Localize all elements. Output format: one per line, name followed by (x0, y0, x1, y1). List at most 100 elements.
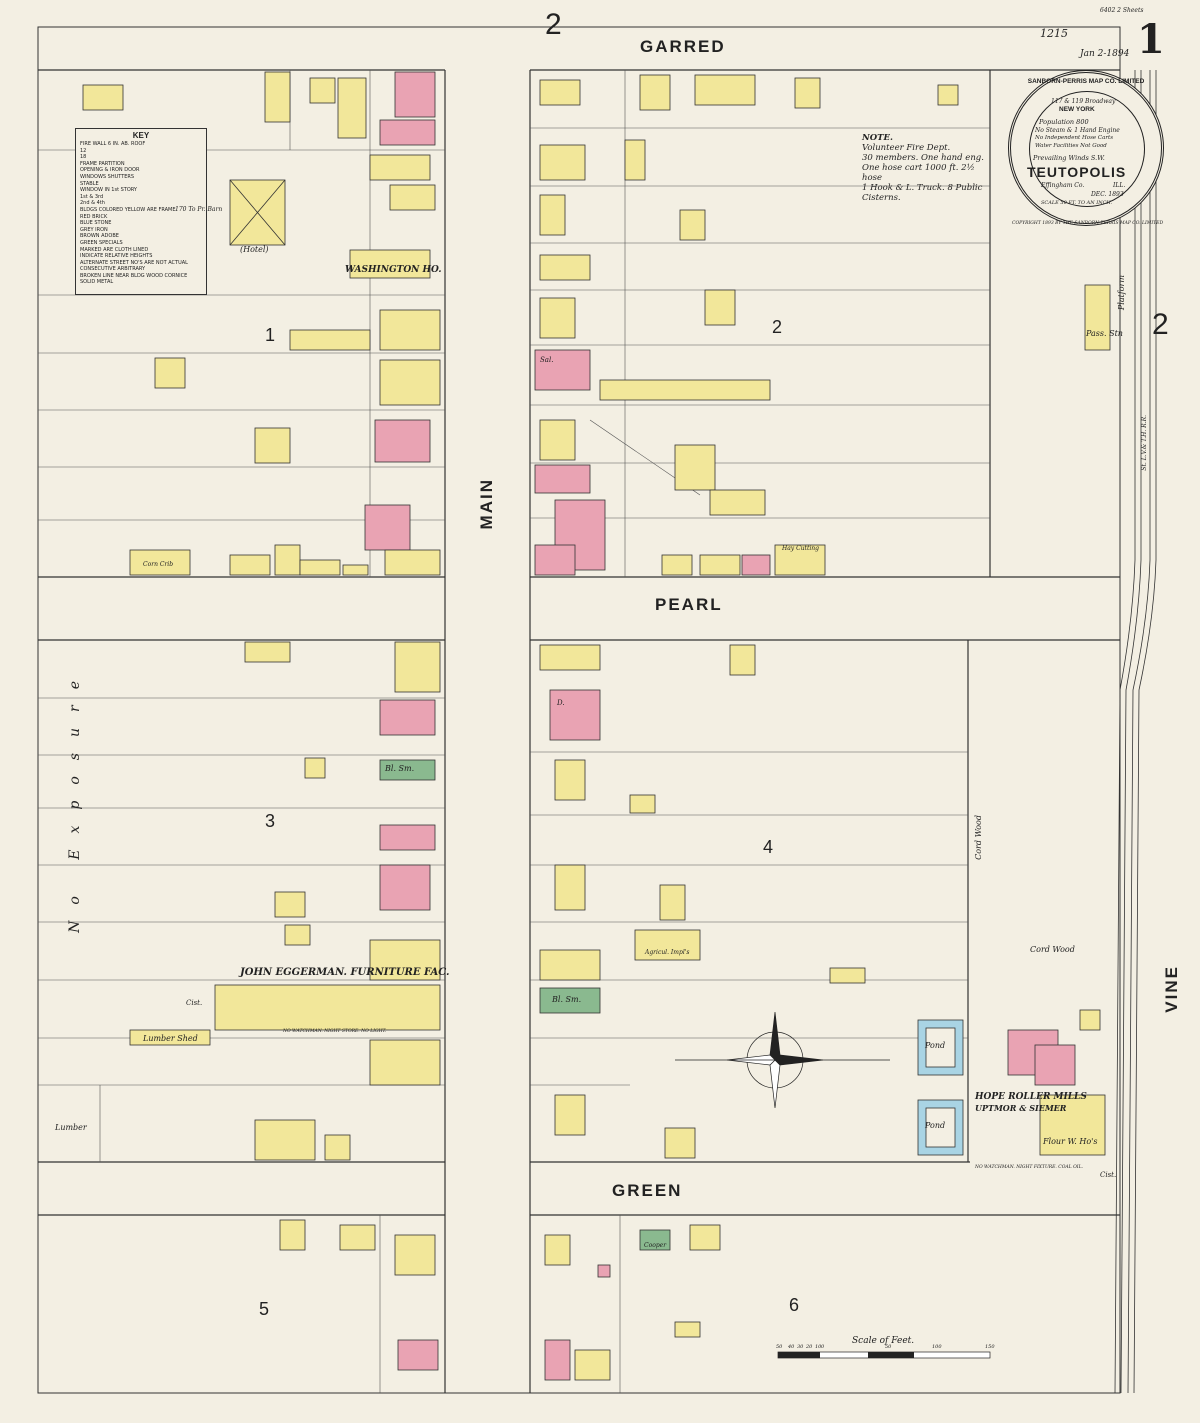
cartouche-winds: Prevailing Winds S.W. (1033, 154, 1105, 162)
label-cord-wood-1: Cord Wood (974, 815, 983, 860)
key-item: FRAME PARTITION (80, 160, 125, 167)
map-key: KEY FIRE WALL 6 IN. AB. ROOF 12 18 FRAME… (75, 128, 207, 295)
railroad-tracks (1114, 70, 1157, 1394)
label-platform: Platform (1117, 275, 1126, 311)
cartouche-date: DEC. 1893 (1091, 191, 1124, 198)
key-title: KEY (132, 131, 150, 140)
label-hay-cutting: Hay Cutting (782, 545, 820, 552)
note-line: 1 Hook & L. Truck. 8 Public (862, 183, 983, 193)
street-garred: GARRED (640, 37, 726, 56)
sheet-ref-right: 2 (1152, 308, 1169, 341)
cartouche-company: SANBORN-PERRIS MAP CO. LIMITED (1027, 78, 1145, 85)
label-lumber-shed: Lumber Shed (143, 1034, 198, 1043)
label-cistern-2: Cist. (1100, 1171, 1117, 1179)
label-washington-house: WASHINGTON HO. (345, 265, 442, 275)
label-mill-notes: NO WATCHMAN. NIGHT FIXTURE. COAL OIL. (975, 1165, 1083, 1170)
compass-rose-icon (675, 1011, 890, 1109)
scale-tick: 30 (797, 1344, 804, 1350)
lot-lines-block-3 (38, 697, 445, 1162)
key-item: BROKEN LINE NEAR BLDG WOOD CORNICE (80, 272, 188, 279)
scale-tick: 40 (788, 1344, 795, 1350)
label-bl-sm-2: Bl. Sm. (552, 995, 582, 1004)
cartouche-hose: No Independent Hose Carts (1035, 135, 1114, 141)
label-cistern-1: Cist. (186, 999, 203, 1007)
key-item: SOLID METAL (80, 279, 114, 286)
buildings (82, 71, 1111, 1381)
cartouche-scale: SCALE 50 FT. TO AN INCH. (1041, 200, 1113, 206)
scale-tick: 0 (821, 1344, 825, 1350)
scale-tick: 50 (885, 1344, 892, 1350)
copyright-line: COPYRIGHT 1893 BY THE SANBORN-PERRIS MAP… (1012, 221, 1164, 226)
block-number-3: 3 (265, 811, 276, 831)
label-dwelling: D. (557, 699, 565, 707)
label-cooper: Cooper (644, 1242, 667, 1249)
label-agricul-impl: Agricul. Impl's (645, 949, 690, 956)
label-flour-warehouse: Flour W. Ho's (1043, 1137, 1098, 1146)
cartouche-town: TEUTOPOLIS (1027, 164, 1127, 180)
scale-tick: 50 (776, 1344, 783, 1350)
scale-tick: 20 (806, 1344, 813, 1350)
cartouche-water: Water Facilities Not Good (1035, 143, 1107, 149)
label-lumber: Lumber (55, 1123, 87, 1132)
label-pass-station: Pass. Stn (1086, 329, 1123, 338)
key-item: BROWN ADOBE (80, 233, 119, 240)
street-main: MAIN (477, 478, 496, 530)
key-item: WINDOWS SHUTTERS (80, 173, 135, 180)
label-cord-wood-2: Cord Wood (1030, 945, 1075, 954)
label-hotel: (Hotel) (240, 245, 269, 254)
block-number-2: 2 (772, 317, 783, 337)
street-pearl: PEARL (655, 595, 723, 614)
date-note: Jan 2-1894 (1080, 49, 1130, 59)
key-item: INDICATE RELATIVE HEIGHTS (80, 253, 153, 260)
scale-title: Scale of Feet. (852, 1336, 915, 1346)
label-pond-2: Pond (925, 1121, 946, 1130)
street-lines (38, 69, 1120, 1393)
sheet-number: 1 (1137, 16, 1165, 63)
key-item: BLDGS COLORED YELLOW ARE FRAME (80, 206, 176, 213)
key-item: STABLE (80, 180, 99, 187)
block-number-1: 1 (265, 325, 276, 345)
key-item: WINDOW IN 1st STORY (80, 187, 137, 194)
sheet-index-note: 1215 (1040, 27, 1068, 40)
scale-tick: 150 (985, 1344, 995, 1350)
lot-lines-block-5-6 (379, 1215, 621, 1393)
note-line: 30 members. One hand eng. (862, 153, 984, 163)
label-railroad: St. L.V.& T.H. R.R. (1141, 415, 1148, 471)
no-exposure-label: No Exposure (67, 665, 83, 933)
label-furniture-notes: NO WATCHMAN. NIGHT STORE. NO LIGHT. (283, 1029, 387, 1034)
sheet-ref-top: 2 (545, 8, 562, 41)
key-item: CONSECUTIVE ARBITRARY (80, 266, 146, 273)
note-line: Volunteer Fire Dept. (862, 143, 951, 153)
lot-lines-block-4 (530, 751, 968, 1086)
cartouche-address: 117 & 119 Broadway (1051, 98, 1116, 105)
key-item: GREEN SPECIALS (80, 239, 123, 246)
key-item: FIRE WALL 6 IN. AB. ROOF (80, 141, 146, 147)
scale-bar (777, 1351, 991, 1359)
key-item: 18 (80, 154, 87, 161)
key-item: MARKED ARE CLOTH LINED (80, 246, 149, 253)
label-furniture-factory: JOHN EGGERMAN. FURNITURE FAC. (240, 967, 450, 978)
key-item: ALTERNATE STREET NO'S ARE NOT ACTUAL (80, 259, 188, 266)
label-pond-1: Pond (925, 1041, 946, 1050)
block-number-5: 5 (259, 1299, 270, 1319)
key-item: RED BRICK (80, 213, 108, 220)
note-line: One hose cart 1000 ft. 2½ hose (862, 163, 975, 183)
label-hope-roller-mills: HOPE ROLLER MILLS (975, 1092, 1087, 1102)
cartouche-engine: No Steam & 1 Hand Engine (1035, 127, 1120, 134)
cartouche-city: NEW YORK (1059, 106, 1095, 113)
key-item: 2nd & 4th (80, 200, 105, 207)
cartouche-population: Population 800 (1039, 118, 1089, 126)
block-number-4: 4 (763, 837, 774, 857)
label-to-pr-barn: 170 To Pr. Barn (175, 206, 223, 213)
street-green: GREEN (612, 1181, 683, 1200)
cartouche-state: ILL. (1113, 182, 1126, 189)
note-line: Cisterns. (862, 193, 901, 203)
key-item: OPENING & IRON DOOR (80, 167, 140, 174)
label-bl-sm-1: Bl. Sm. (385, 764, 415, 773)
lot-lines-block-2 (530, 70, 990, 577)
key-item: GREY IRON (80, 226, 108, 233)
label-mills-owner: UPTMOR & SIEMER (975, 1103, 1067, 1113)
scale-tick: 100 (932, 1344, 942, 1350)
key-item: 1st & 3rd (80, 193, 104, 200)
scale-tick: 10 (815, 1344, 822, 1350)
